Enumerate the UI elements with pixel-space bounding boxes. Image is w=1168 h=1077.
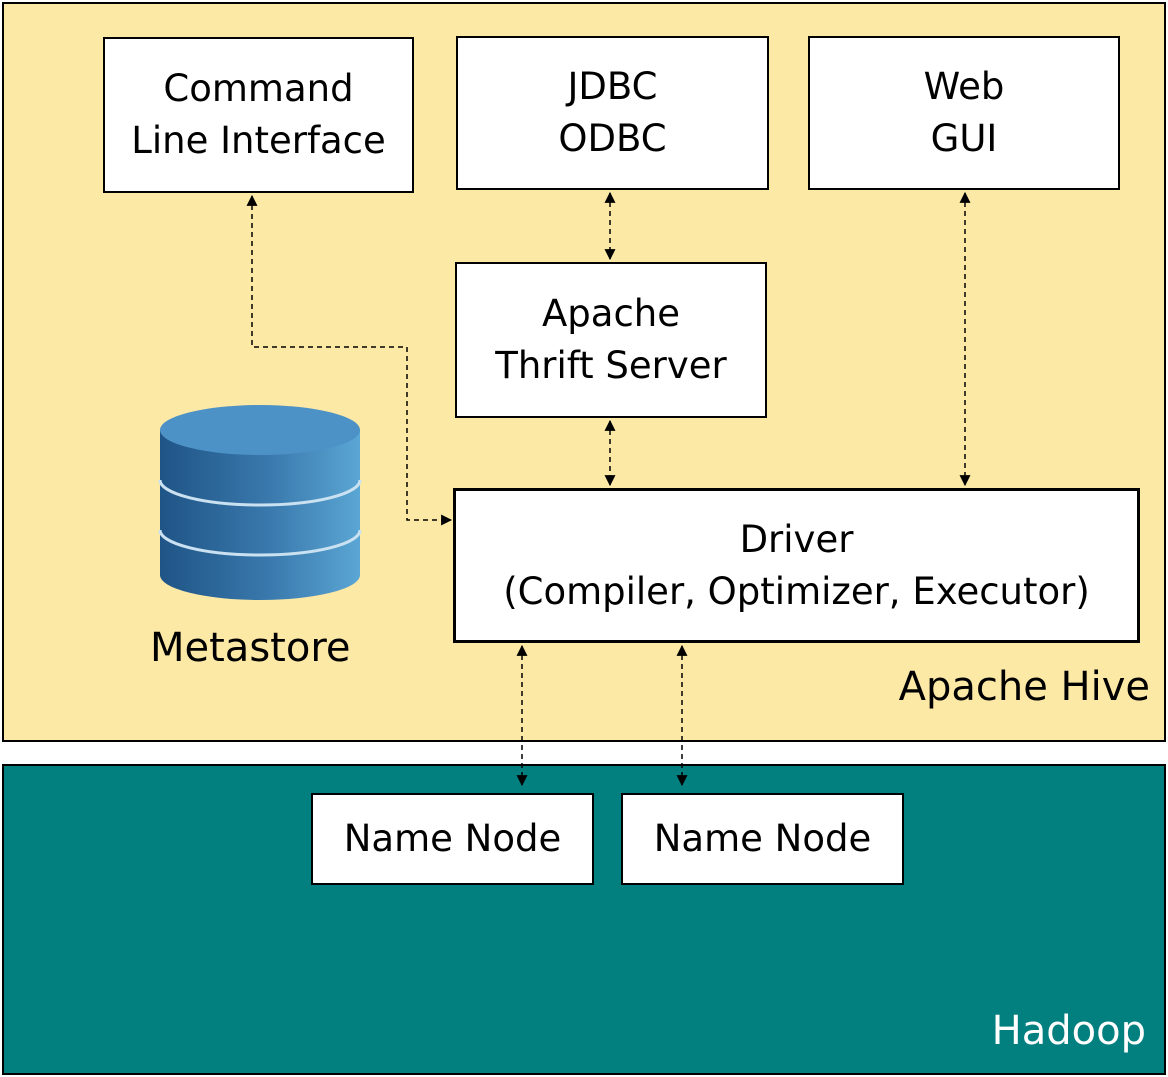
name-node-label-1: Name Node <box>343 817 562 860</box>
thrift-label-line1: Apache <box>541 292 681 335</box>
gui-label: GUI <box>930 117 998 160</box>
apache-hive-label: Apache Hive <box>898 664 1150 710</box>
jdbc-label: JDBC <box>567 65 658 108</box>
cli-label-line2: Line Interface <box>131 119 386 162</box>
thrift-label-line2: Thrift Server <box>495 344 727 387</box>
cli-label-line1: Command <box>163 67 354 110</box>
name-node-label-2: Name Node <box>653 817 872 860</box>
web-label: Web <box>923 65 1005 108</box>
jdbc-odbc-box: JDBC ODBC <box>456 36 769 190</box>
driver-label: Driver <box>739 517 854 561</box>
hadoop-label: Hadoop <box>991 1008 1146 1054</box>
driver-box: Driver (Compiler, Optimizer, Executor) <box>453 488 1140 643</box>
odbc-label: ODBC <box>558 117 667 160</box>
cli-box: Command Line Interface <box>103 37 414 193</box>
name-node-box-1: Name Node <box>311 793 594 885</box>
metastore-label: Metastore <box>150 625 351 671</box>
name-node-box-2: Name Node <box>621 793 904 885</box>
metastore-database-icon <box>158 405 362 600</box>
thrift-server-box: Apache Thrift Server <box>455 262 767 418</box>
web-gui-box: Web GUI <box>808 36 1120 190</box>
driver-components-label: (Compiler, Optimizer, Executor) <box>503 569 1090 613</box>
